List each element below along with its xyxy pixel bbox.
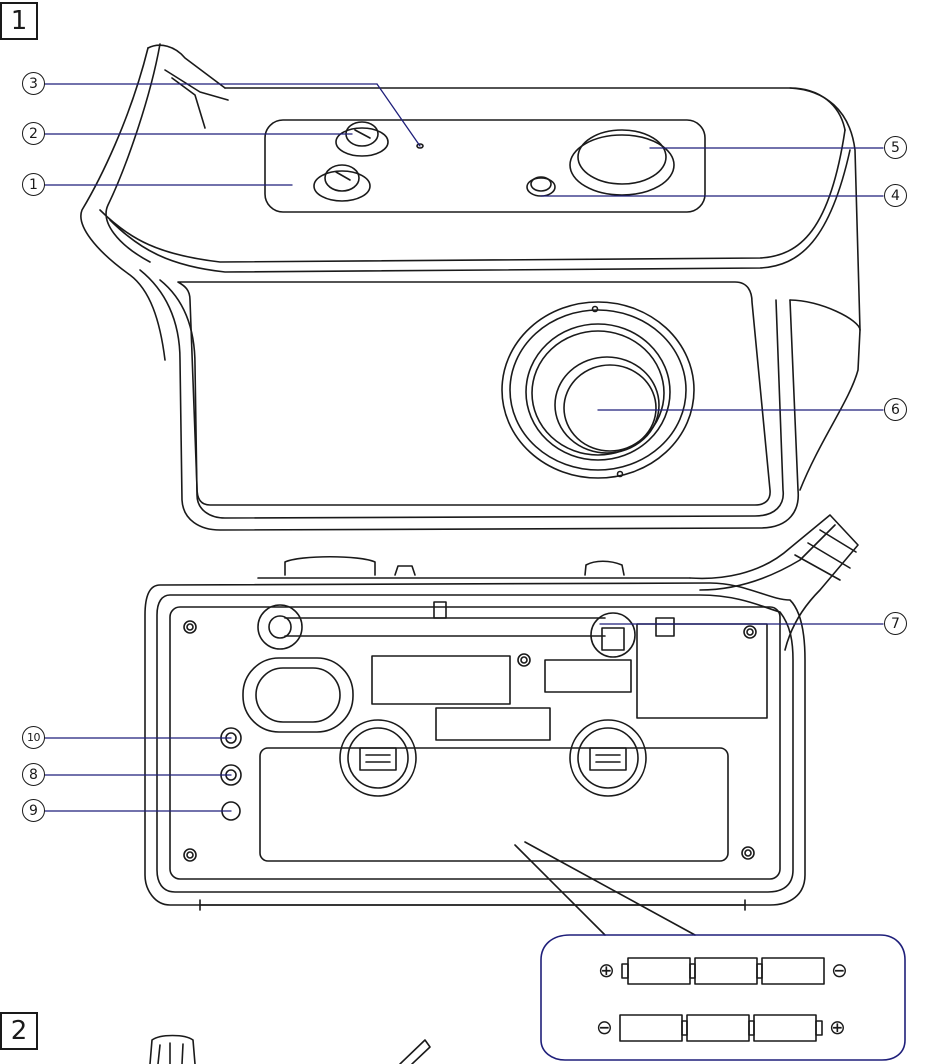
polarity-plus-icon: ⊕ <box>598 958 615 982</box>
device-back-view <box>144 514 859 911</box>
callout-10: 10 <box>22 726 45 749</box>
callout-2: 2 <box>22 122 45 145</box>
figure-label-2: 2 <box>0 1012 38 1050</box>
callout-6: 6 <box>884 398 907 421</box>
polarity-minus-icon: ⊖ <box>831 958 848 982</box>
leader-lines <box>44 83 884 812</box>
battery-detail <box>514 841 906 1061</box>
polarity-plus-icon: ⊕ <box>829 1015 846 1039</box>
callout-4: 4 <box>884 184 907 207</box>
figure-2-partial <box>149 1034 431 1064</box>
callout-8: 8 <box>22 763 45 786</box>
figure-label-1: 1 <box>0 2 38 40</box>
device-front-view <box>80 43 861 531</box>
callout-9: 9 <box>22 799 45 822</box>
callout-7: 7 <box>884 612 907 635</box>
callout-1: 1 <box>22 173 45 196</box>
callout-3: 3 <box>22 72 45 95</box>
polarity-minus-icon: ⊖ <box>596 1015 613 1039</box>
callout-5: 5 <box>884 136 907 159</box>
